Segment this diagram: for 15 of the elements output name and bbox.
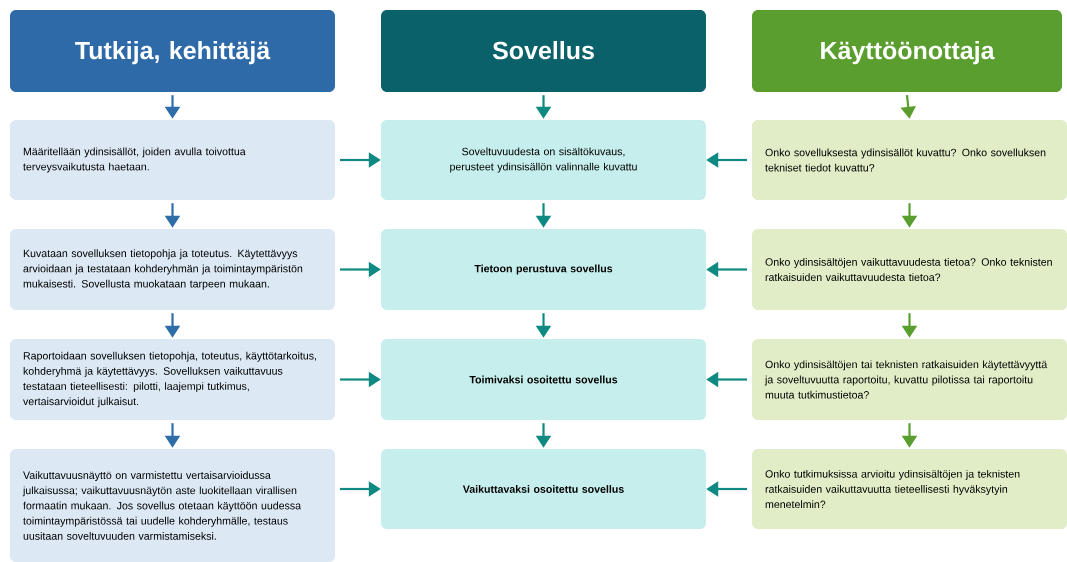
process-box: Raportoidaan sovelluksen tietopohja, toteutus, käyttötarkoitus, kohderyhmä ja käytettävyys. Sovelluksen vaikuttavuus testataan tieteellisesti: pilotti, laajempi tutkimus, vertaisarvioidut julkaisut. — [10, 339, 335, 420]
process-box: Vaikuttavuusnäyttö on varmistettu vertaisarvioidussa julkaisussa; vaikuttavuusnäytön aste luokitellaan virallisen formaatin mukaan. Jos sovellus otetaan käyttöön uudessa toimintaympäristössä tai uudelle kohderyhmälle, testaus uusitaan soveltuvuuden varmistamiseksi. — [10, 449, 335, 562]
process-box: Tietoon perustuva sovellus — [381, 229, 706, 310]
column-header: Tutkija, kehittäjä — [10, 10, 335, 92]
column-header: Sovellus — [381, 10, 706, 92]
process-box: Toimivaksi osoitettu sovellus — [381, 339, 706, 420]
process-box: Vaikuttavaksi osoitettu sovellus — [381, 449, 706, 529]
process-box: Onko ydinsisältöjen tai teknisten ratkaisuiden käytettävyyttä ja soveltuvuutta raportoitu, kuvattu pilotissa tai raportoitu muuta tutkimustietoa? — [752, 339, 1067, 420]
process-box: Määritellään ydinsisällöt, joiden avulla toivottua terveysvaikutusta haetaan. — [10, 120, 335, 200]
process-box: Onko sovelluksesta ydinsisällöt kuvattu? Onko sovelluksen tekniset tiedot kuvattu? — [752, 120, 1067, 200]
process-box: Kuvataan sovelluksen tietopohja ja toteutus. Käytettävyys arvioidaan ja testataan kohderyhmän ja toimintaympäristön mukaisesti. Sovellusta muokataan tarpeen mukaan. — [10, 229, 335, 310]
process-box: Soveltuvuudesta on sisältökuvaus, perusteet ydinsisällön valinnalle kuvattu — [381, 120, 706, 200]
column-header: Käyttöönottaja — [752, 10, 1062, 92]
process-box: Onko ydinsisältöjen vaikuttavuudesta tietoa? Onko teknisten ratkaisuiden vaikuttavuudesta tietoa? — [752, 229, 1067, 310]
process-box: Onko tutkimuksissa arvioitu ydinsisältöjen ja teknisten ratkaisuiden vaikuttavuutta tieteellisesti hyväksytyin menetelmin? — [752, 449, 1067, 529]
